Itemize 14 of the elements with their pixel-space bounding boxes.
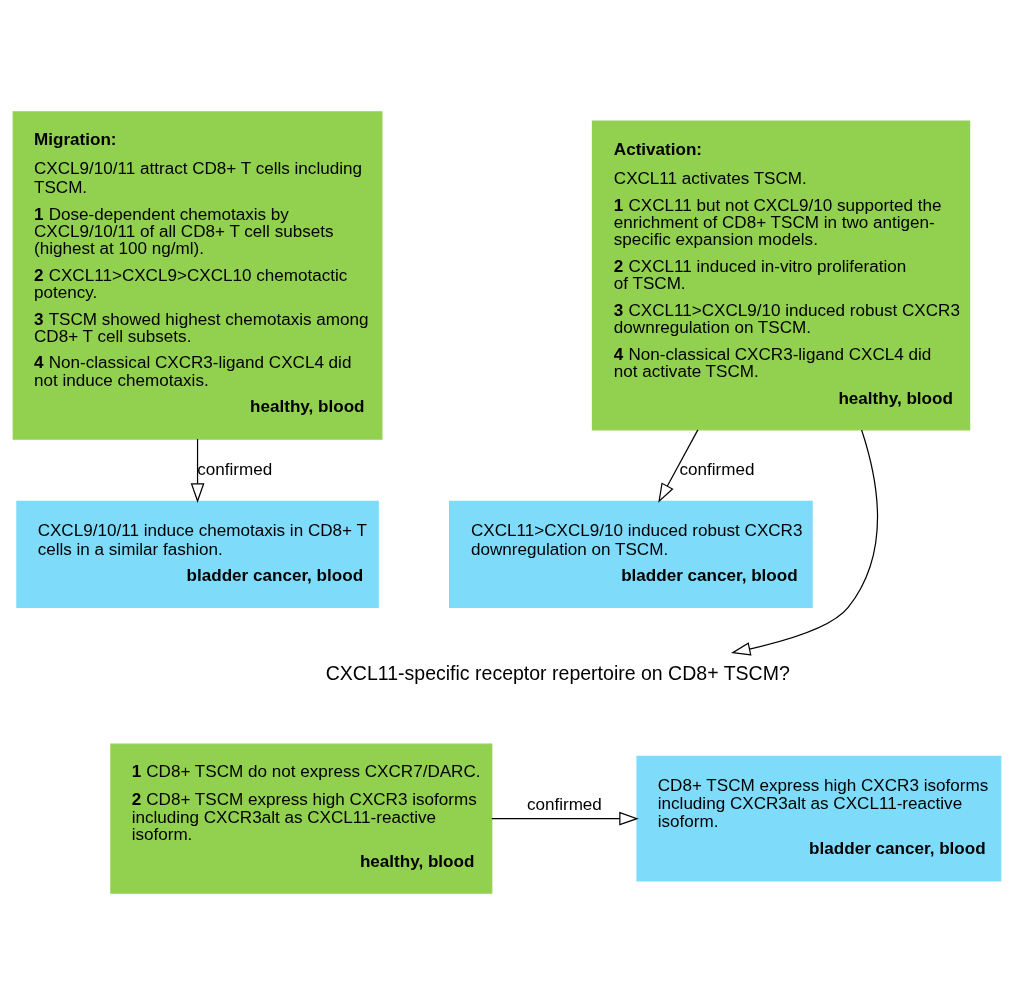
arrow xyxy=(658,429,699,503)
node-box: CXCL11>CXCL9/10 induced robust CXCR3 downregulation on TSCM. bladder cancer, blood xyxy=(449,500,813,609)
arrow xyxy=(190,438,205,503)
node-box: CD8+ TSCM express high CXCR3 isoforms including CXCR3alt as CXCL11-reactive isoform. bladder cancer, blood xyxy=(636,755,1002,882)
arrow xyxy=(730,429,878,656)
edge-label: confirmed xyxy=(679,459,755,479)
node-box: Migration: CXCL9/10/11 attract CD8+ T cells including TSCM. 1 Dose-dependent chemotaxis by CXCL9/10/11 of all CD8+ T cell subsets (highest at 100 ng/ml). 2 CXCL11>CXCL9>CXCL10 chemotactic potency. 3 TSCM showed highest chemotaxis among CD8+ T cell subsets. 4 Non-classical CXCR3-ligand CXCL4 did not induce chemotaxis. healthy, blood xyxy=(12,111,383,440)
edge-label: confirmed xyxy=(526,795,602,815)
arrow xyxy=(491,811,639,826)
node-box: 1 CD8+ TSCM do not express CXCR7/DARC. 2 CD8+ TSCM express high CXCR3 isoforms including CXCR3alt as CXCL11-reactive isoform. healthy, blood xyxy=(110,743,493,894)
node-text: CXCL11-specific receptor repertoire on CD8+ TSCM? xyxy=(325,662,790,685)
node-box: CXCL9/10/11 induce chemotaxis in CD8+ T cells in a similar fashion. bladder cancer, blood xyxy=(16,500,379,609)
edge-label: confirmed xyxy=(197,459,273,479)
node-box: Activation: CXCL11 activates TSCM. 1 CXCL11 but not CXCL9/10 supported the enrichment of CD8+ TSCM in two antigen-specific expansion models. 2 CXCL11 induced in-vitro proliferation of TSCM. 3 CXCL11>CXCL9/10 induced robust CXCR3 downregulation on TSCM. 4 Non-classical CXCR3-ligand CXCL4 did not activate TSCM. healthy, blood xyxy=(591,120,971,431)
